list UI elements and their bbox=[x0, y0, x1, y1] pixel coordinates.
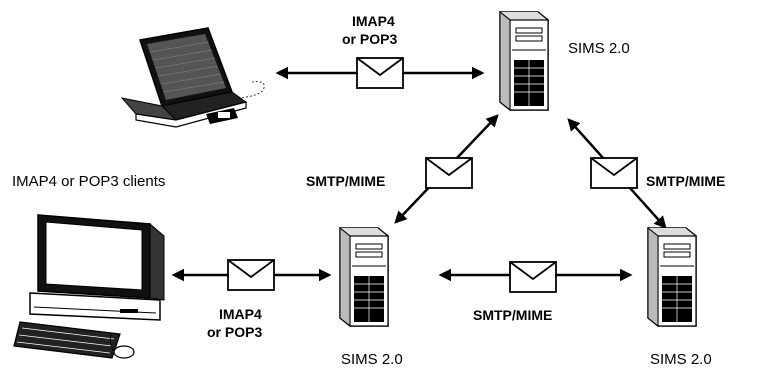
bottom-smtp-label: SMTP/MIME bbox=[473, 307, 552, 323]
server-tower-icon bbox=[647, 227, 697, 327]
envelope-icon bbox=[356, 57, 404, 89]
envelope-icon bbox=[227, 259, 275, 291]
bottom-protocol-label: IMAP4 bbox=[219, 306, 262, 322]
server-tower-icon bbox=[499, 11, 549, 111]
top-protocol-label: or POP3 bbox=[342, 31, 397, 47]
bottom-left-server-label: SIMS 2.0 bbox=[341, 351, 403, 368]
clients-label: IMAP4 or POP3 clients bbox=[12, 173, 165, 190]
bottom-right-server-label: SIMS 2.0 bbox=[650, 351, 712, 368]
envelope-icon bbox=[509, 261, 557, 293]
top-server-label: SIMS 2.0 bbox=[568, 40, 630, 57]
bottom-protocol-label: or POP3 bbox=[207, 324, 262, 340]
envelope-icon bbox=[590, 157, 638, 189]
laptop-icon bbox=[120, 27, 265, 128]
top-protocol-label: IMAP4 bbox=[352, 13, 395, 29]
envelope-icon bbox=[425, 157, 473, 189]
left-smtp-label: SMTP/MIME bbox=[306, 173, 385, 189]
right-smtp-label: SMTP/MIME bbox=[646, 173, 725, 189]
server-tower-icon bbox=[339, 227, 389, 327]
desktop-computer-icon bbox=[13, 214, 165, 359]
